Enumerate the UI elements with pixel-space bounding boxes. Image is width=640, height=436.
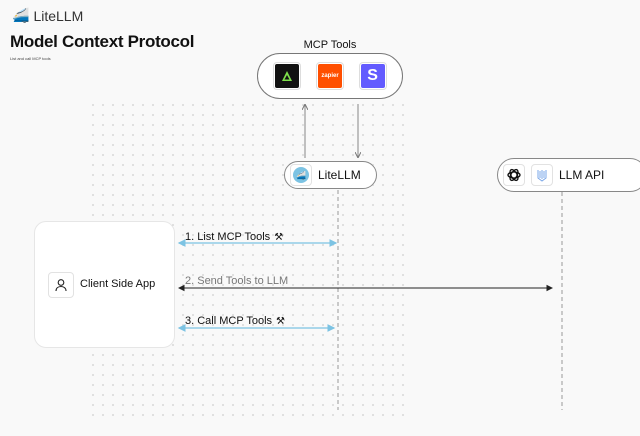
- llm-api-node-label: LLM API: [559, 168, 605, 182]
- client-side-app-label: Client Side App: [80, 278, 156, 290]
- page-subtitle: List and call MCP tools: [10, 56, 51, 61]
- litellm-icon: 🚄: [290, 164, 312, 186]
- mcp-tools-group: zapier S: [257, 53, 403, 99]
- mcp-tool-zapier[interactable]: zapier: [315, 62, 344, 90]
- triangle-logo-icon: [275, 64, 300, 88]
- tools-icon: ⚒: [274, 231, 284, 243]
- step-1-text: 1. List MCP Tools: [185, 231, 271, 243]
- llm-api-node[interactable]: LLM API: [497, 158, 640, 192]
- page-title: Model Context Protocol: [10, 32, 195, 51]
- step-1-label: 1. List MCP Tools⚒: [185, 231, 283, 243]
- step-3-text: 3. Call MCP Tools: [185, 315, 273, 327]
- mcp-tool-stripe[interactable]: S: [358, 62, 387, 90]
- mcp-tools-label: MCP Tools: [303, 39, 357, 51]
- step-2-label: 2. Send Tools to LLM: [185, 275, 289, 287]
- logo-text: LiteLLM: [33, 7, 84, 24]
- stripe-logo-icon: S: [360, 64, 385, 88]
- train-icon: 🚄: [12, 7, 30, 23]
- user-icon: [48, 272, 74, 298]
- litellm-node[interactable]: 🚄 LiteLLM: [284, 161, 377, 189]
- mcp-tool-triangle[interactable]: [273, 62, 302, 90]
- llamaindex-icon: [531, 164, 553, 186]
- litellm-logo: 🚄 LiteLLM: [12, 7, 83, 24]
- zapier-logo-icon: zapier: [317, 64, 342, 88]
- tools-icon: ⚒: [276, 315, 285, 327]
- step-3-label: 3. Call MCP Tools⚒: [185, 315, 285, 327]
- litellm-node-label: LiteLLM: [318, 168, 361, 182]
- openai-icon: [503, 164, 525, 186]
